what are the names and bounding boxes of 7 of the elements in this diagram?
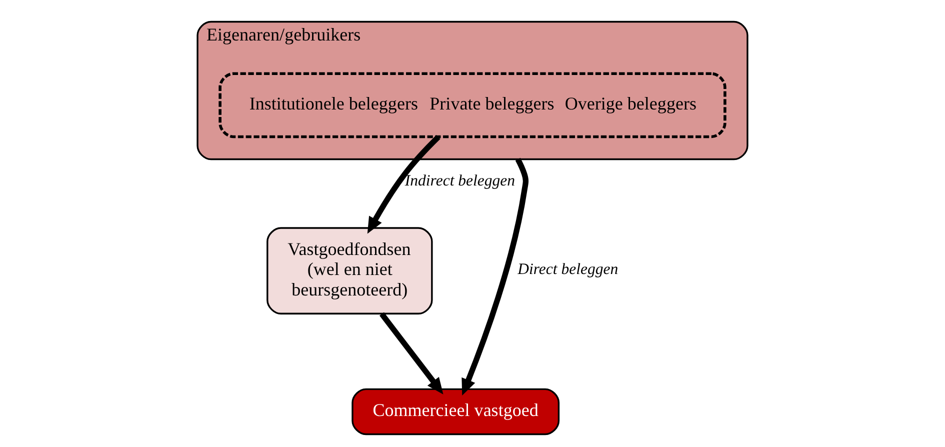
edge-label: Direct beleggen — [518, 260, 618, 278]
arrow — [462, 158, 528, 396]
node-box: Institutionele beleggers Private beleggers Overige beleggers — [218, 72, 726, 138]
edge-label: Indirect beleggen — [404, 172, 516, 190]
node-box: Vastgoedfondsen (wel en niet beursgenoteerd) — [266, 227, 433, 314]
arrow — [380, 312, 444, 394]
node-box: Commercieel vastgoed — [352, 388, 560, 436]
